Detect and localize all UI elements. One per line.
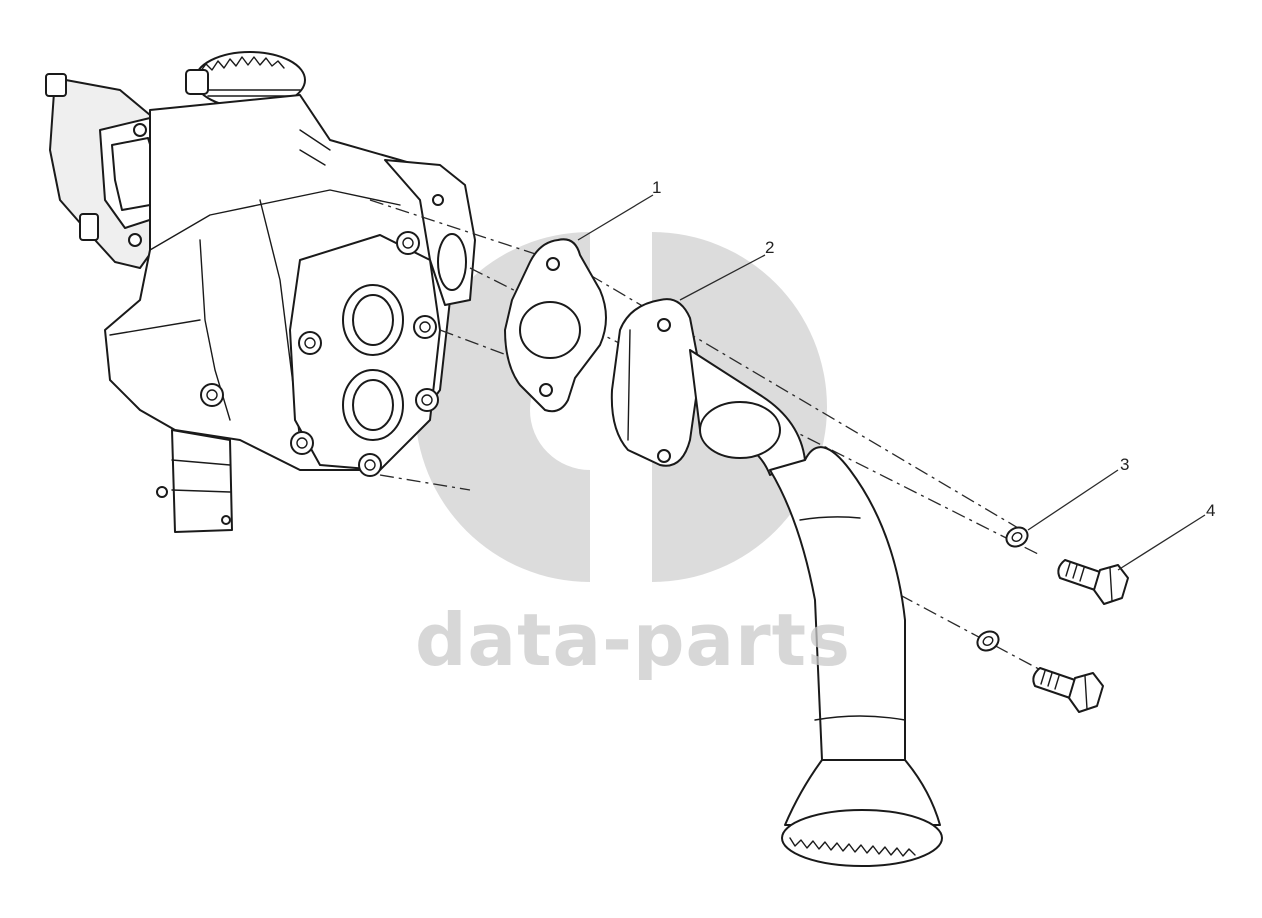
callout-4-label: 4 xyxy=(1206,501,1215,520)
bolt-lower xyxy=(1032,667,1104,713)
callout-2-label: 2 xyxy=(765,238,774,257)
drive-gear xyxy=(185,51,306,109)
callout-3: 3 xyxy=(1027,455,1129,531)
washer-lower xyxy=(976,630,1000,652)
callout-4: 4 xyxy=(1117,501,1215,571)
callout-3-label: 3 xyxy=(1120,455,1129,474)
relief-valve xyxy=(156,429,233,533)
cover-bolts xyxy=(200,231,439,477)
oil-pump-assembly xyxy=(45,51,476,533)
bolt-upper xyxy=(1057,559,1129,605)
callout-2: 2 xyxy=(679,238,774,301)
callout-1: 1 xyxy=(577,178,661,241)
suction-pipe xyxy=(610,298,943,867)
gasket xyxy=(504,238,607,413)
washer-upper xyxy=(1005,526,1029,548)
callout-1-label: 1 xyxy=(652,178,661,197)
watermark-text: data-parts xyxy=(415,598,851,682)
